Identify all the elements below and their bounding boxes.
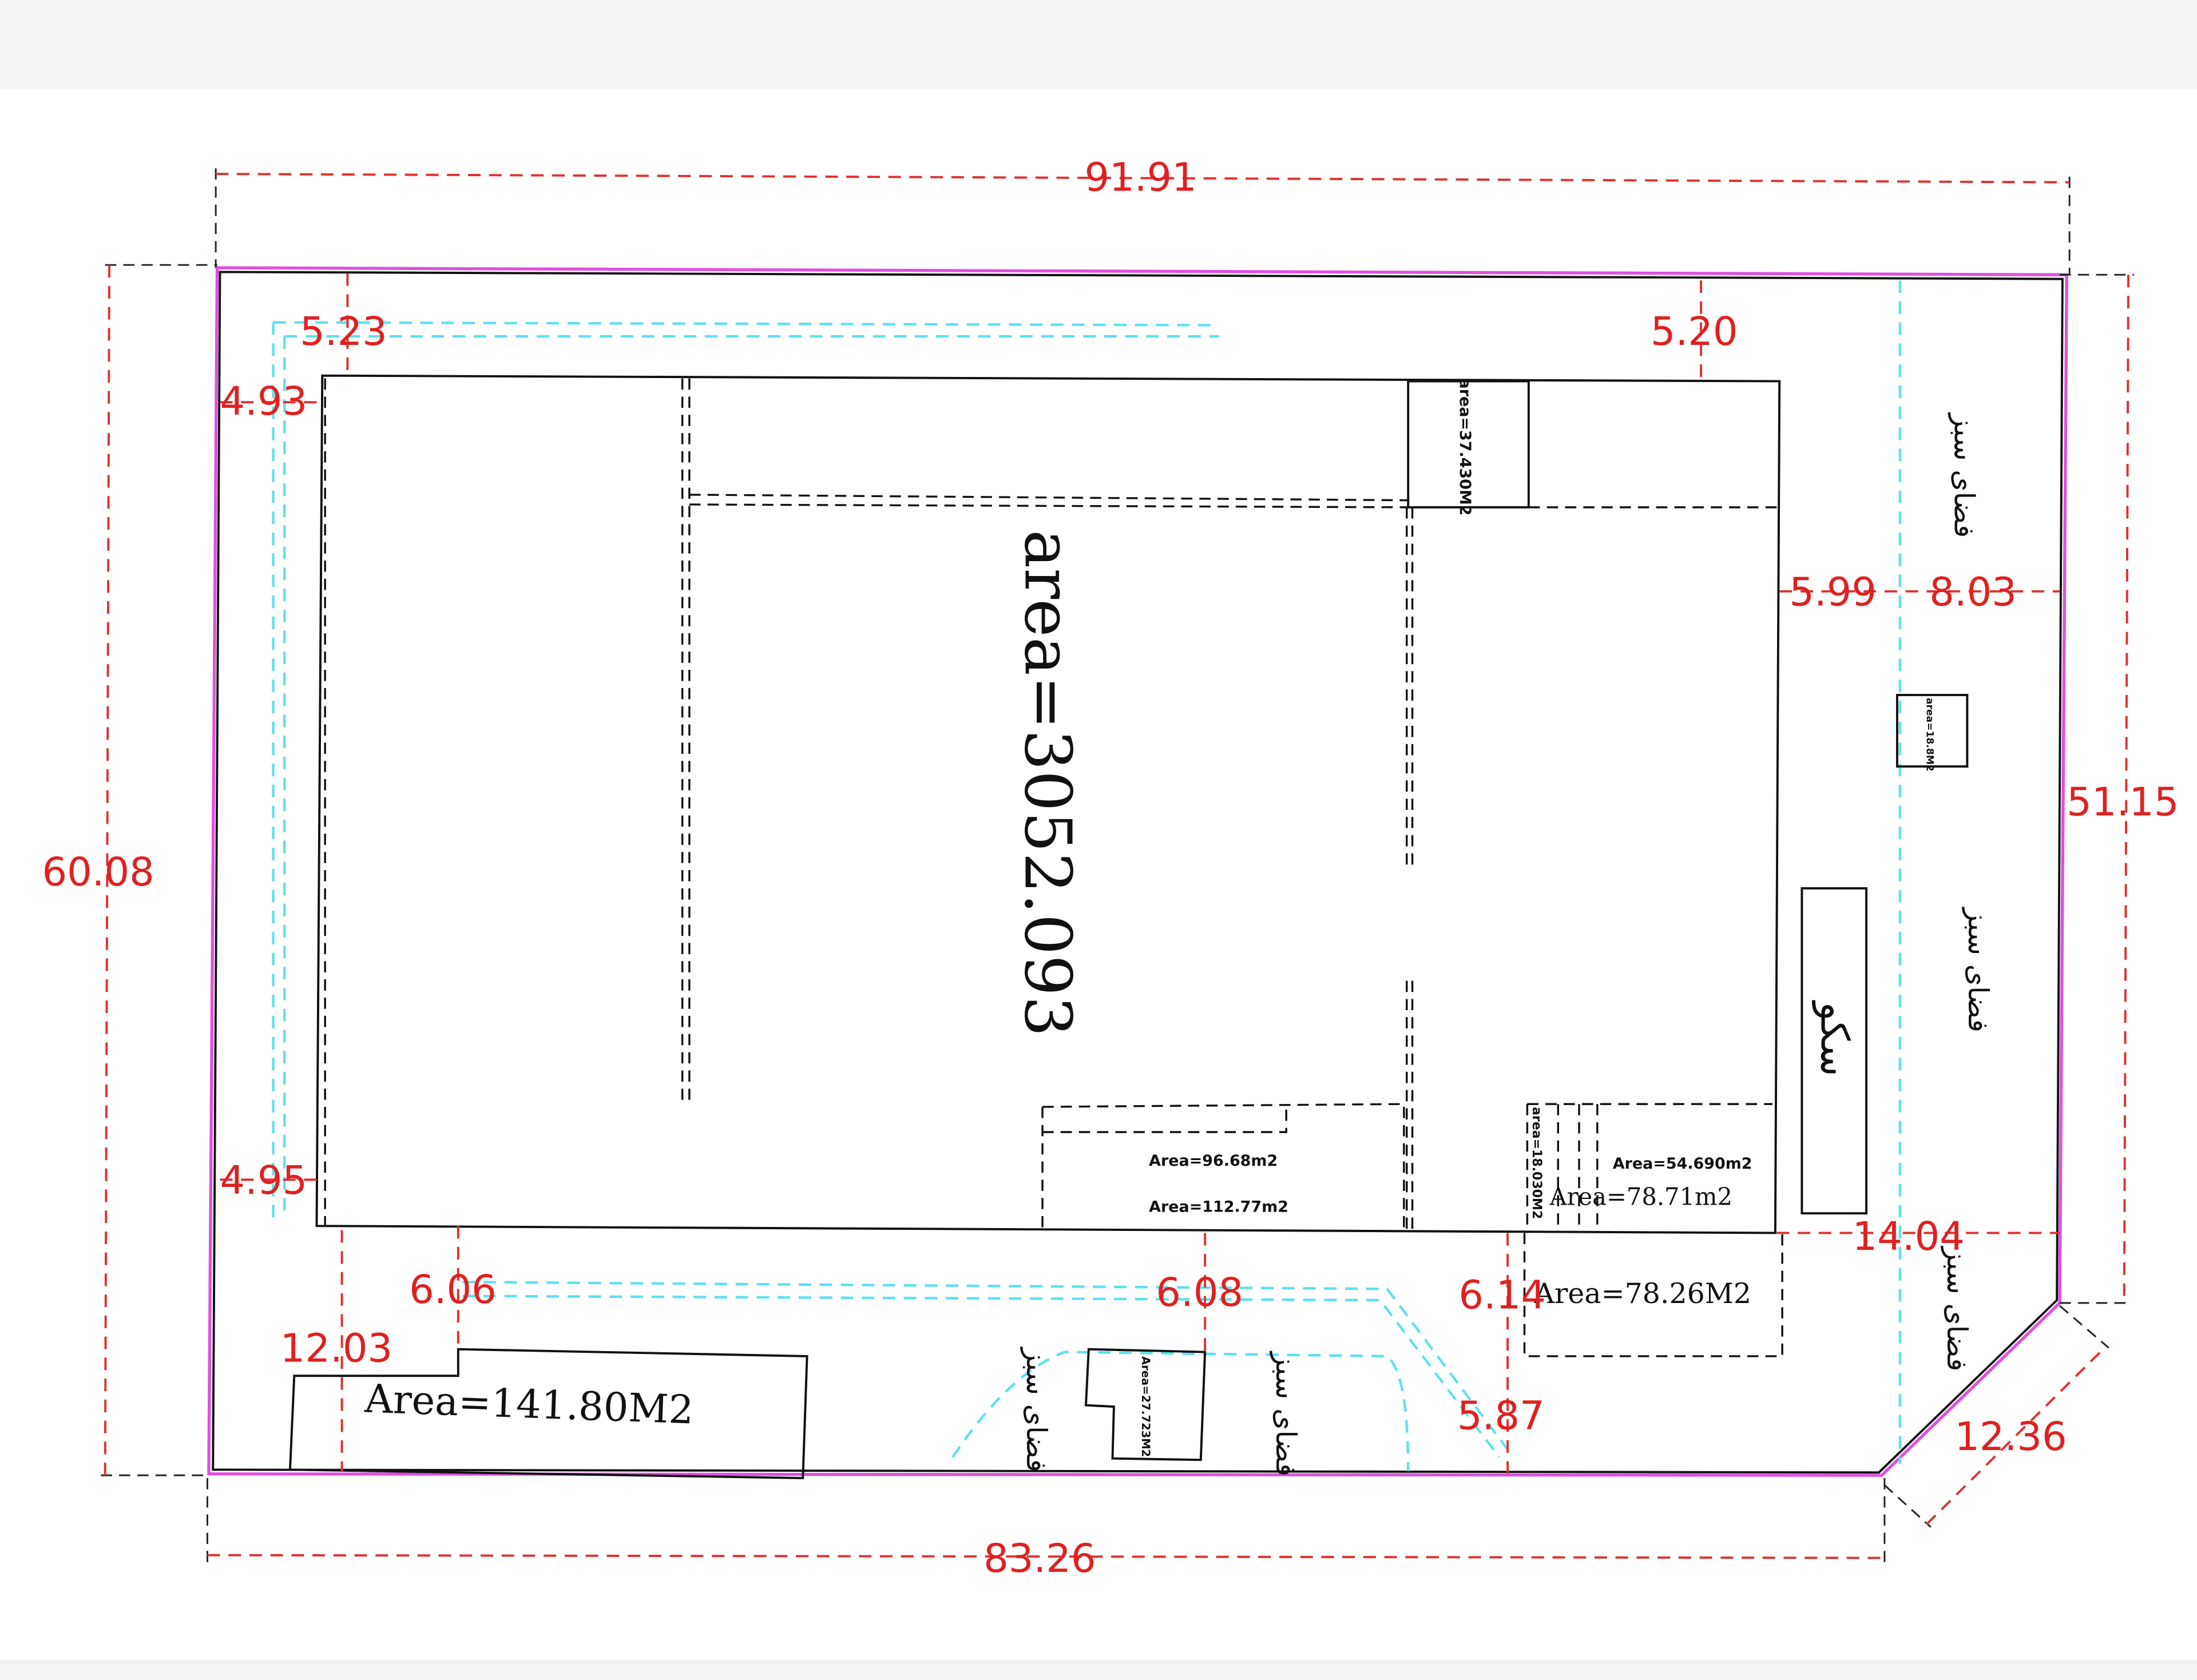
room-a-outline <box>1041 1103 1405 1230</box>
room-d-area: Area=54.690m2 <box>1613 1155 1752 1173</box>
dim-setback-left-bottom: 4.95 <box>220 1158 307 1204</box>
dim-bottom-b: 12.03 <box>280 1326 392 1372</box>
dim-bottom-c: 6.08 <box>1156 1270 1243 1316</box>
small-box-area: area=18.8M2 <box>1924 698 1935 772</box>
dim-setback-right-b: 8.03 <box>1929 569 2017 615</box>
room-a-area: Area=96.68m2 <box>1149 1152 1278 1170</box>
dim-right-height: 51.15 <box>2067 780 2179 825</box>
top-right-room <box>1407 380 1530 509</box>
room-c-area: area=18.030M2 <box>1529 1107 1544 1219</box>
top-toolbar-band <box>0 0 2197 89</box>
green-space-label-5: فضای سبز <box>1270 1351 1302 1477</box>
main-building <box>315 374 1781 1234</box>
setback-lines <box>272 280 1902 1471</box>
room-f-area: Area=78.26M2 <box>1534 1277 1751 1310</box>
green-space-label-1: فضای سبز <box>1948 412 1980 538</box>
green-space-label-4: فضای سبز <box>1020 1346 1053 1472</box>
platform-box <box>1801 887 1867 1215</box>
room-cde-outline <box>1526 1103 1772 1233</box>
dim-left-height: 60.08 <box>42 849 154 895</box>
dim-top-width: 91.91 <box>1085 154 1197 200</box>
dim-setback-right-a: 5.99 <box>1789 569 1877 615</box>
dim-setback-left-top: 4.93 <box>220 379 307 424</box>
dim-bottom-a: 6.06 <box>409 1267 497 1313</box>
room-f-outline <box>1523 1233 1783 1357</box>
room-e-area: Area=78.71m2 <box>1549 1182 1732 1210</box>
property-outline <box>212 271 2064 1474</box>
extension-lines <box>101 168 2134 1562</box>
dim-bottom-width: 83.26 <box>984 1536 1096 1582</box>
bottom-mid-building <box>1084 1348 1207 1461</box>
dim-setback-right-c: 14.04 <box>1853 1214 1965 1260</box>
platform-label: سکو <box>1812 1000 1858 1077</box>
green-space-label-3: فضای سبز <box>1941 1245 1973 1372</box>
room-b-area: Area=112.77m2 <box>1149 1198 1288 1216</box>
dim-bottom-d: 6.14 <box>1458 1273 1546 1318</box>
dim-setback-top-right: 5.20 <box>1651 309 1738 355</box>
bottom-band <box>0 1660 2197 1680</box>
bottom-mid-area: Area=27.723M2 <box>1139 1356 1152 1457</box>
green-space-label-2: فضای سبز <box>1962 906 1994 1032</box>
property-boundary <box>207 266 2068 1477</box>
bottom-left-area: Area=141.80M2 <box>363 1376 694 1433</box>
small-box <box>1895 694 1969 768</box>
main-area-label: area=3052.093 <box>1010 530 1086 1037</box>
dim-setback-top-left: 5.23 <box>300 309 387 355</box>
internal-dashed-walls <box>324 378 1414 1233</box>
top-right-room-area: area=37.430M2 <box>1456 379 1474 516</box>
dimension-lines <box>104 173 2129 1559</box>
bottom-left-building <box>288 1348 808 1480</box>
dim-bottom-e: 5.87 <box>1457 1393 1545 1439</box>
dim-chamfer: 12.36 <box>1954 1414 2067 1460</box>
